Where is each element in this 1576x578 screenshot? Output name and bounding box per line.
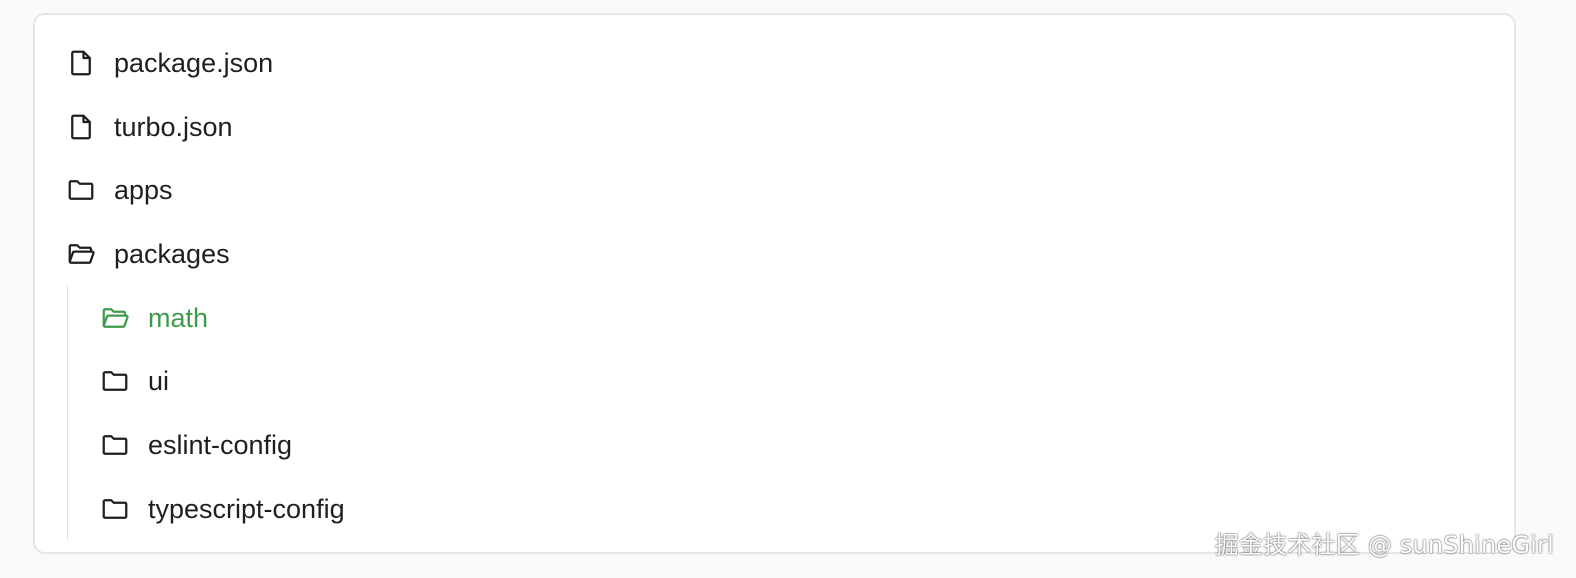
tree-item-label: turbo.json	[114, 112, 233, 142]
tree-item-label: typescript-config	[148, 494, 345, 524]
tree-item-label: eslint-config	[148, 430, 293, 460]
tree-item-math[interactable]: math	[100, 298, 208, 338]
file-icon	[66, 112, 96, 142]
folder-open-icon	[100, 303, 130, 333]
file-icon	[66, 48, 96, 78]
tree-item-label: package.json	[114, 48, 274, 78]
tree-item-label: packages	[114, 239, 230, 269]
tree-item-label: apps	[114, 175, 173, 205]
tree-item-packages[interactable]: packages	[66, 234, 230, 274]
folder-icon	[66, 175, 96, 205]
folder-icon	[100, 366, 130, 396]
indent-guide	[67, 285, 68, 540]
folder-icon	[100, 430, 130, 460]
tree-item-label: math	[148, 303, 209, 333]
tree-item-turbo-json[interactable]: turbo.json	[66, 107, 233, 147]
tree-item-apps[interactable]: apps	[66, 170, 173, 210]
folder-open-icon	[66, 239, 96, 269]
tree-item-label: ui	[148, 366, 170, 396]
tree-item-package-json[interactable]: package.json	[66, 43, 273, 83]
tree-item-eslint-config[interactable]: eslint-config	[100, 425, 292, 465]
tree-item-typescript-config[interactable]: typescript-config	[100, 489, 345, 529]
tree-item-ui[interactable]: ui	[100, 361, 169, 401]
watermark: 掘金技术社区 @ sunShineGirl	[1214, 531, 1554, 559]
folder-icon	[100, 494, 130, 524]
file-tree: package.json turbo.json apps packages	[33, 13, 1516, 554]
